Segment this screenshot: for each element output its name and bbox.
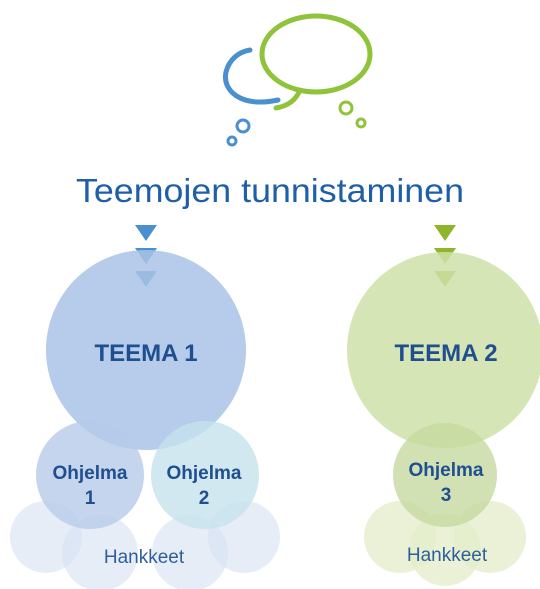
- program-2-label-line1: Ohjelma: [167, 463, 242, 484]
- program-3-label-line1: Ohjelma: [409, 460, 484, 481]
- program-3-label-line2: 3: [441, 485, 452, 506]
- program-3-circle: [393, 423, 497, 527]
- theme-2-projects-label: Hankkeet: [407, 545, 488, 566]
- diagram-title: Teemojen tunnistaminen: [76, 172, 464, 209]
- program-1-circle: [36, 421, 144, 529]
- theme-1-label: TEEMA 1: [94, 340, 197, 367]
- theme-1-circle: [46, 250, 246, 450]
- program-2-label-line2: 2: [199, 488, 210, 509]
- project-circle: [62, 515, 138, 589]
- down-arrow-icon: [135, 225, 157, 241]
- theme-1-projects-label: Hankkeet: [104, 547, 185, 568]
- down-arrow-icon: [434, 225, 456, 241]
- green-bubble-dot-large: [338, 100, 354, 116]
- blue-bubble-dot-small: [226, 135, 238, 147]
- theme-2-circle: [347, 252, 540, 448]
- program-1-label-line1: Ohjelma: [53, 463, 128, 484]
- green-bubble-dot-small: [355, 117, 367, 129]
- green-bubble-tail: [273, 87, 303, 111]
- blue-speech-arc: [222, 47, 281, 105]
- blue-bubble-dot-large: [235, 118, 251, 134]
- program-1-label-line2: 1: [85, 488, 96, 509]
- green-speech-bubble: [259, 13, 373, 95]
- program-2-circle: [151, 421, 259, 529]
- thought-bubble-icon: [222, 13, 373, 147]
- theme-2-label: TEEMA 2: [394, 340, 497, 367]
